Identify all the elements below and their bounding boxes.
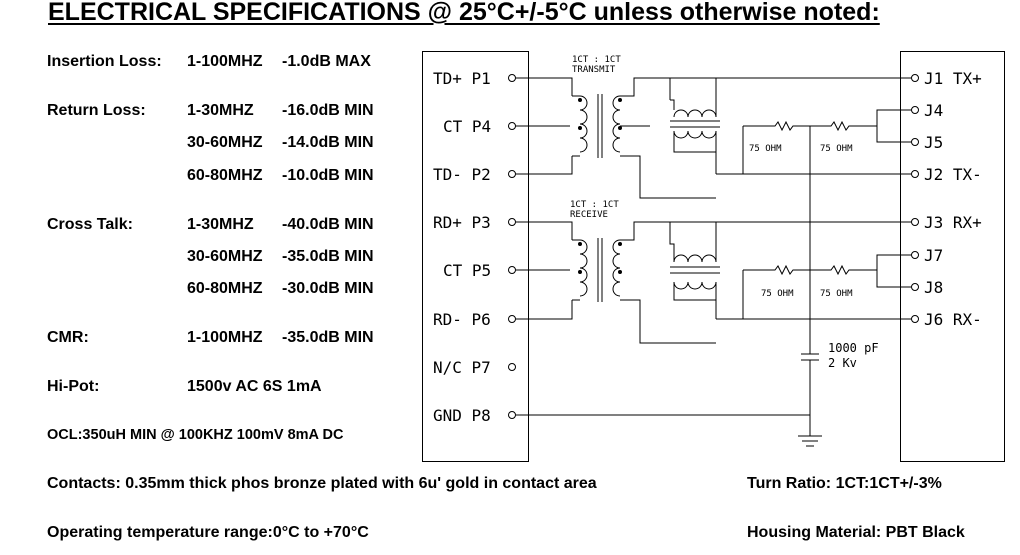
pin-label-p6: RD- P6 [433, 310, 491, 329]
transmit-transformer [516, 77, 716, 199]
pin-label-j1: J1 TX+ [924, 69, 982, 88]
receive-ratio-label: 1CT : 1CT [570, 200, 619, 210]
receive-label: RECEIVE [570, 210, 608, 220]
contacts-spec: Contacts: 0.35mm thick phos bronze plate… [47, 475, 597, 492]
right-connector-box [900, 51, 1005, 462]
pin-label-p4: CT P4 [443, 117, 491, 136]
cross-talk-label: Cross Talk: [47, 216, 133, 233]
pin-label-p2: TD- P2 [433, 165, 491, 184]
cross-talk-value: -40.0dB MIN [282, 216, 374, 233]
ground-symbol-icon [798, 435, 822, 447]
return-loss-freq: 1-30MHZ [187, 102, 254, 119]
rx-termination-resistors [742, 254, 911, 319]
insertion-loss-label: Insertion Loss: [47, 53, 162, 70]
right-pin-terminals [911, 74, 919, 323]
hipot-label: Hi-Pot: [47, 378, 100, 395]
resistor-label-tx-2: 75 OHM [820, 144, 853, 154]
cross-talk-value: -30.0dB MIN [282, 280, 374, 297]
housing-spec: Housing Material: PBT Black [747, 524, 965, 541]
pin-label-j2: J2 TX- [924, 165, 982, 184]
return-loss-label: Return Loss: [47, 102, 146, 119]
resistor-label-tx-1: 75 OHM [749, 144, 782, 154]
receive-choke [669, 221, 911, 320]
pin-label-j6: J6 RX- [924, 310, 982, 329]
capacitor-value-label: 1000 pF [828, 341, 879, 355]
ocl-spec: OCL:350uH MIN @ 100KHZ 100mV 8mA DC [47, 427, 344, 443]
capacitor-voltage-label: 2 Kv [828, 356, 857, 370]
ground-wire [516, 414, 811, 436]
pin-label-j7: J7 [924, 246, 943, 265]
pin-label-j5: J5 [924, 133, 943, 152]
left-connector-box [422, 51, 529, 462]
pin-label-p3: RD+ P3 [433, 213, 491, 232]
resistor-label-rx-1: 75 OHM [761, 289, 794, 299]
insertion-loss-freq: 1-100MHZ [187, 53, 263, 70]
turn-ratio-spec: Turn Ratio: 1CT:1CT+/-3% [747, 475, 942, 492]
pin-label-j8: J8 [924, 278, 943, 297]
return-loss-value: -16.0dB MIN [282, 102, 374, 119]
cross-talk-freq: 60-80MHZ [187, 280, 263, 297]
pin-label-p5: CT P5 [443, 261, 491, 280]
cross-talk-freq: 1-30MHZ [187, 216, 254, 233]
pin-label-j4: J4 [924, 101, 943, 120]
cmr-freq: 1-100MHZ [187, 329, 263, 346]
return-loss-value: -10.0dB MIN [282, 167, 374, 184]
return-loss-value: -14.0dB MIN [282, 134, 374, 151]
cross-talk-value: -35.0dB MIN [282, 248, 374, 265]
transmit-label: TRANSMIT [572, 65, 616, 75]
return-loss-freq: 60-80MHZ [187, 167, 263, 184]
hipot-value: 1500v AC 6S 1mA [187, 378, 322, 395]
pin-label-j3: J3 RX+ [924, 213, 982, 232]
cmr-value: -35.0dB MIN [282, 329, 374, 346]
page-title: ELECTRICAL SPECIFICATIONS @ 25°C+/-5°C u… [48, 0, 880, 26]
transmit-ratio-label: 1CT : 1CT [572, 55, 621, 65]
resistor-label-rx-2: 75 OHM [820, 289, 853, 299]
cmr-label: CMR: [47, 329, 89, 346]
pin-label-p8: GND P8 [433, 406, 491, 425]
pin-label-p1: TD+ P1 [433, 69, 491, 88]
transmit-choke [669, 77, 911, 175]
insertion-loss-value: -1.0dB MAX [282, 53, 371, 70]
tx-termination-resistors [742, 109, 911, 415]
operating-temp-spec: Operating temperature range:0°C to +70°C [47, 524, 369, 541]
receive-transformer [516, 221, 716, 344]
cross-talk-freq: 30-60MHZ [187, 248, 263, 265]
return-loss-freq: 30-60MHZ [187, 134, 263, 151]
pin-label-p7: N/C P7 [433, 358, 491, 377]
left-pin-terminals [508, 74, 516, 419]
